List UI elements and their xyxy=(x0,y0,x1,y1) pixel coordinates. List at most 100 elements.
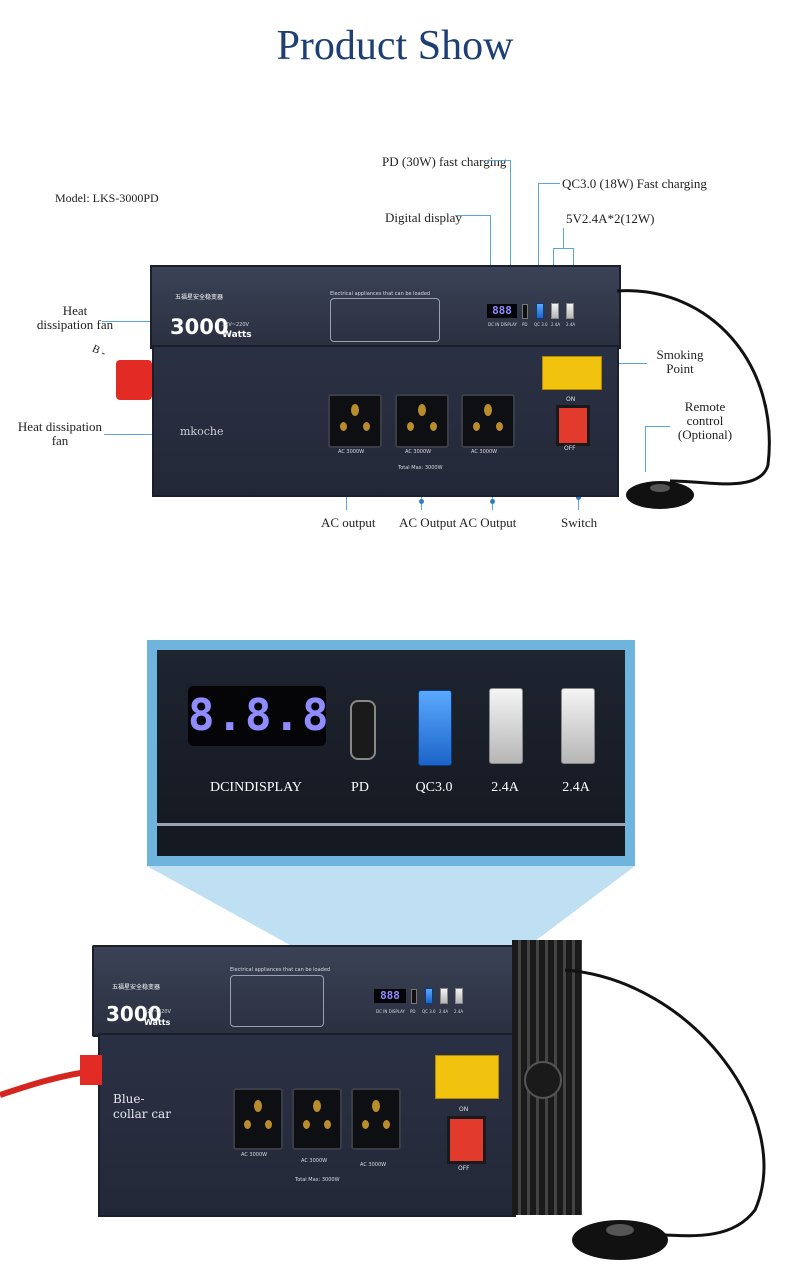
model-label: Model: LKS-3000PD xyxy=(55,191,159,205)
bottom-brand-cn: 五福星安全稳变器 xyxy=(112,984,161,991)
top-watts-unit: Watts xyxy=(222,330,252,340)
bottom-side-brand: Blue- collar car xyxy=(113,1092,171,1121)
top-watts-num: 3000 xyxy=(170,315,229,339)
ac-output-callout-23: AC Output AC Output xyxy=(399,515,517,530)
pd-leader-h xyxy=(486,160,510,161)
top-power-switch[interactable] xyxy=(556,405,590,446)
bottom-usb-port-2 xyxy=(455,988,463,1004)
top-voltage: 12V~220V xyxy=(222,322,249,328)
bottom-socket-label-1: AC 3000W xyxy=(241,1152,268,1158)
bottom-usb-port-1 xyxy=(440,988,448,1004)
top-port-label-pd: PD xyxy=(522,322,528,327)
bottom-qc-port xyxy=(425,988,433,1004)
page-title: Product Show xyxy=(276,23,514,69)
top-port-label-usb1: 2.4A xyxy=(551,322,561,327)
pd-leader-v xyxy=(510,160,511,300)
bottom-port-label-qc: QC 3.0 xyxy=(422,1009,436,1014)
top-remote-cable xyxy=(616,289,771,509)
bottom-ac-socket-1[interactable] xyxy=(233,1088,283,1150)
battery-cable-red xyxy=(0,1055,102,1098)
zoom-label-usb2: 2.4A xyxy=(562,780,590,795)
top-side-brand: mkoche xyxy=(180,425,224,438)
top-port-label-usb2: 2.4A xyxy=(566,322,576,327)
bottom-warning-label xyxy=(435,1055,499,1099)
bottom-socket-label-3: AC 3000W xyxy=(360,1162,387,1168)
bottom-ac-socket-2[interactable] xyxy=(292,1088,342,1150)
top-socket-label-2: AC 3000W xyxy=(405,449,432,455)
top-ac-socket-2[interactable] xyxy=(395,394,449,448)
digital-leader-v xyxy=(490,215,491,300)
ac3-dot xyxy=(490,499,495,504)
qc-leader-h xyxy=(538,183,560,184)
smoking-callout: Smoking Point xyxy=(656,347,704,376)
zoom-label-qc: QC3.0 xyxy=(415,780,453,795)
top-appliance-icons-box xyxy=(330,298,440,342)
switch-dot xyxy=(576,495,581,500)
bottom-port-label-usb2: 2.4A xyxy=(454,1009,464,1014)
usb-callout: 5V2.4A*2(12W) xyxy=(566,211,655,226)
zoom-label-pd: PD xyxy=(351,780,369,795)
heat-fan-leader-1 xyxy=(102,321,152,322)
top-on-label: ON xyxy=(566,396,576,403)
top-ac-socket-3[interactable] xyxy=(461,394,515,448)
digital-leader-h xyxy=(455,215,490,216)
ac-output-callout-1: AC output xyxy=(321,515,376,530)
zoom-panel-edge xyxy=(157,823,625,826)
top-ac-socket-1[interactable] xyxy=(328,394,382,448)
bottom-watts-num: 3000 xyxy=(106,1002,162,1026)
digital-callout: Digital display xyxy=(385,210,462,225)
heat-fan-leader-2 xyxy=(104,434,152,435)
remote-callout: Remote control (Optional) xyxy=(677,399,733,442)
zoom-usb-port-1[interactable] xyxy=(489,688,523,764)
zoom-label-display: DCINDISPLAY xyxy=(209,780,303,795)
top-off-label: OFF xyxy=(564,445,576,452)
top-pd-port xyxy=(522,304,528,319)
top-warning-label xyxy=(542,356,602,390)
bottom-socket-label-2: AC 3000W xyxy=(301,1158,328,1164)
qc-leader-v xyxy=(538,183,539,300)
zoom-digital-display: 8.8.8 xyxy=(188,686,328,746)
heat-fan-callout-2: Heat dissipation fan xyxy=(17,419,103,448)
bottom-power-switch[interactable] xyxy=(447,1116,486,1164)
bottom-port-label-usb1: 2.4A xyxy=(439,1009,449,1014)
ac2-dot xyxy=(419,499,424,504)
switch-callout: Switch xyxy=(561,515,598,530)
bottom-ac-socket-3[interactable] xyxy=(351,1088,401,1150)
bottom-watts-unit: Watts xyxy=(144,1018,171,1027)
top-usb-port-1 xyxy=(551,303,559,319)
pd-callout: PD (30W) fast charging xyxy=(382,154,507,169)
zoom-panel xyxy=(157,650,625,856)
zoom-label-usb1: 2.4A xyxy=(491,780,519,795)
bottom-voltage: 12V~220V xyxy=(144,1009,171,1015)
top-port-label-display: DC IN DISPLAY xyxy=(488,322,517,327)
zoom-qc-port[interactable] xyxy=(418,690,452,766)
top-socket-label-3: AC 3000W xyxy=(471,449,498,455)
usb-leader-h xyxy=(553,248,573,249)
usb-leader-top xyxy=(563,228,564,248)
top-socket-label-1: AC 3000W xyxy=(338,449,365,455)
bottom-pd-port xyxy=(411,989,417,1004)
zoom-beam xyxy=(147,866,635,992)
smoking-leader xyxy=(605,363,647,364)
b-minus-label: B - xyxy=(90,342,108,360)
top-brand-cn: 五福星安全稳变器 xyxy=(175,294,224,301)
battery-terminal-red xyxy=(116,360,152,400)
top-qc-port xyxy=(536,303,544,319)
bottom-off-label: OFF xyxy=(458,1165,470,1172)
zoom-usb-port-2[interactable] xyxy=(561,688,595,764)
bottom-appliance-icons-box xyxy=(230,975,324,1027)
qc-callout: QC3.0 (18W) Fast charging xyxy=(562,176,707,191)
remote-leader-v xyxy=(645,426,646,472)
zoom-pd-port[interactable] xyxy=(350,700,376,760)
top-port-label-qc: QC 3.0 xyxy=(534,322,548,327)
bottom-digital-display: 888 xyxy=(374,989,406,1003)
bottom-port-label-pd: PD xyxy=(410,1009,416,1014)
bottom-on-label: ON xyxy=(459,1106,469,1113)
top-total-max: Total Max: 3000W xyxy=(398,465,443,471)
top-device-front xyxy=(152,345,619,497)
remote-leader-h xyxy=(645,426,670,427)
top-digital-display: 888 xyxy=(487,304,517,318)
bottom-port-label-display: DC IN DISPLAY xyxy=(376,1009,405,1014)
bottom-remote-cable xyxy=(524,968,766,1260)
top-appliances: Electrical appliances that can be loaded xyxy=(330,291,431,297)
